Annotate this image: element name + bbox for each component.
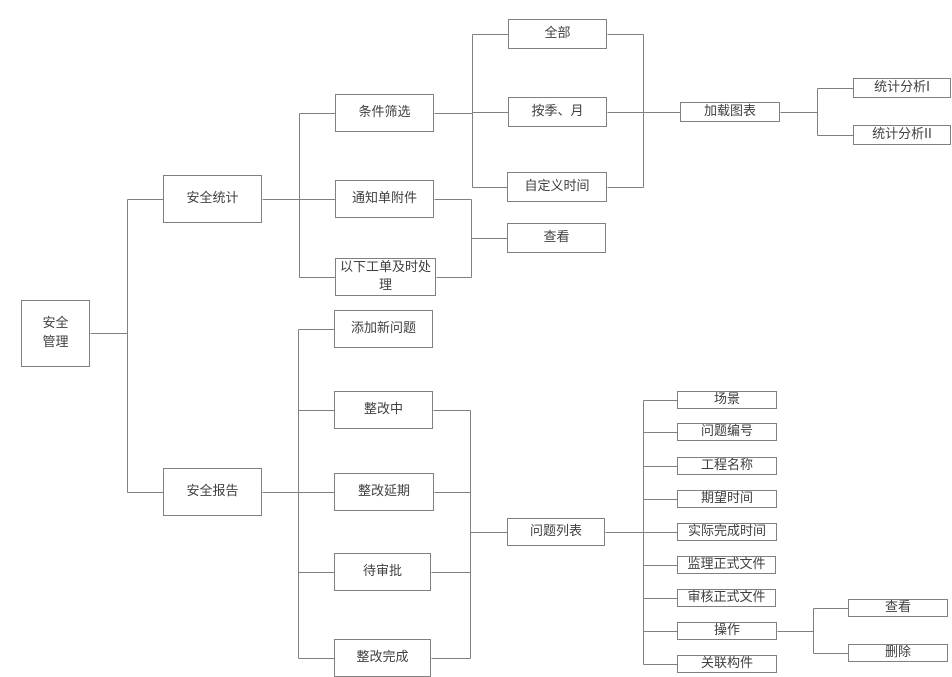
node-issue-list: 问题列表 [507,518,605,546]
node-expected-time: 期望时间 [677,490,777,508]
node-view-top: 查看 [507,223,606,253]
node-notice-attachment: 通知单附件 [335,180,434,218]
node-load-chart: 加载图表 [680,102,780,122]
node-pending-approval: 待审批 [334,553,431,591]
node-custom-time: 自定义时间 [507,172,607,202]
node-related-component: 关联构件 [677,655,777,673]
node-issue-number: 问题编号 [677,423,777,441]
node-rectify-postponed: 整改延期 [334,473,434,511]
node-rectifying: 整改中 [334,391,433,429]
node-operation: 操作 [677,622,777,640]
node-actual-completion-time: 实际完成时间 [677,523,777,541]
node-project-name: 工程名称 [677,457,777,475]
node-delete: 删除 [848,644,948,662]
node-supervision-official-doc: 监理正式文件 [677,556,776,574]
node-condition-filter: 条件筛选 [335,94,434,132]
node-stat-analysis-1: 统计分析I [853,78,951,98]
node-review-official-doc: 审核正式文件 [677,589,776,607]
node-safety-management: 安全 管理 [21,300,90,367]
node-rectify-completed: 整改完成 [334,639,431,677]
node-handle-work-orders: 以下工单及时处理 [335,258,436,296]
node-add-new-issue: 添加新问题 [334,310,433,348]
node-stat-analysis-2: 统计分析II [853,125,951,145]
node-view-bottom: 查看 [848,599,948,617]
node-all: 全部 [508,19,607,49]
node-safety-report: 安全报告 [163,468,262,516]
node-by-quarter-month: 按季、月 [508,97,607,127]
node-safety-statistics: 安全统计 [163,175,262,223]
node-scene: 场景 [677,391,777,409]
